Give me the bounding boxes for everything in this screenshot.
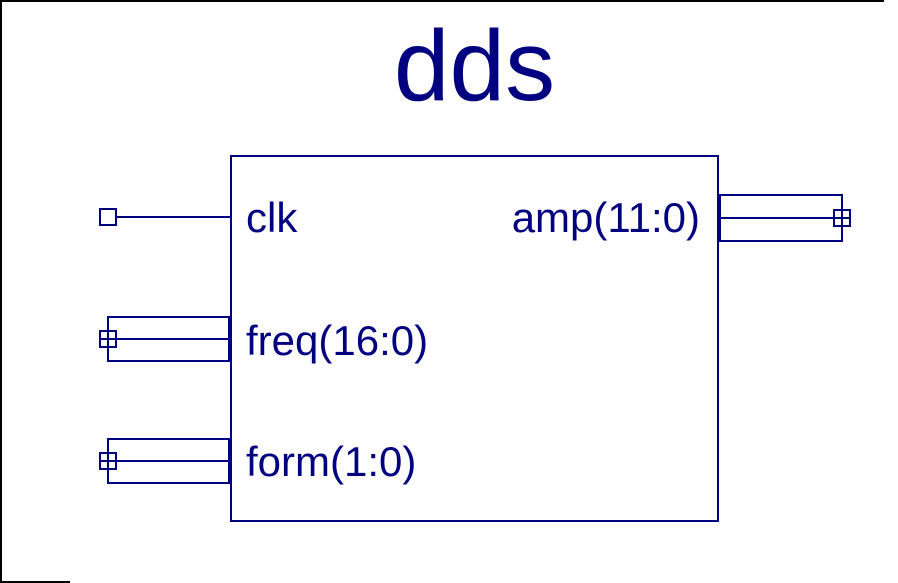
port-label-clk: clk bbox=[246, 193, 298, 241]
module-block-outline bbox=[230, 155, 719, 522]
freq-connector-pad bbox=[99, 330, 117, 348]
clk-connector-pad bbox=[99, 208, 117, 226]
port-label-amp: amp(11:0) bbox=[511, 193, 700, 241]
amp-connector-pad bbox=[833, 209, 851, 227]
port-label-form: form(1:0) bbox=[246, 437, 417, 485]
form-bus-midline bbox=[101, 460, 230, 462]
figure-frame-top bbox=[0, 0, 884, 2]
port-label-freq: freq(16:0) bbox=[246, 316, 429, 364]
freq-bus-midline bbox=[101, 338, 230, 340]
amp-bus-midline bbox=[719, 217, 849, 219]
clk-wire bbox=[115, 216, 230, 218]
module-title: dds bbox=[393, 10, 556, 122]
figure-frame-left bbox=[0, 0, 2, 583]
form-connector-pad bbox=[99, 452, 117, 470]
figure-frame-bottom-stub bbox=[0, 581, 70, 583]
